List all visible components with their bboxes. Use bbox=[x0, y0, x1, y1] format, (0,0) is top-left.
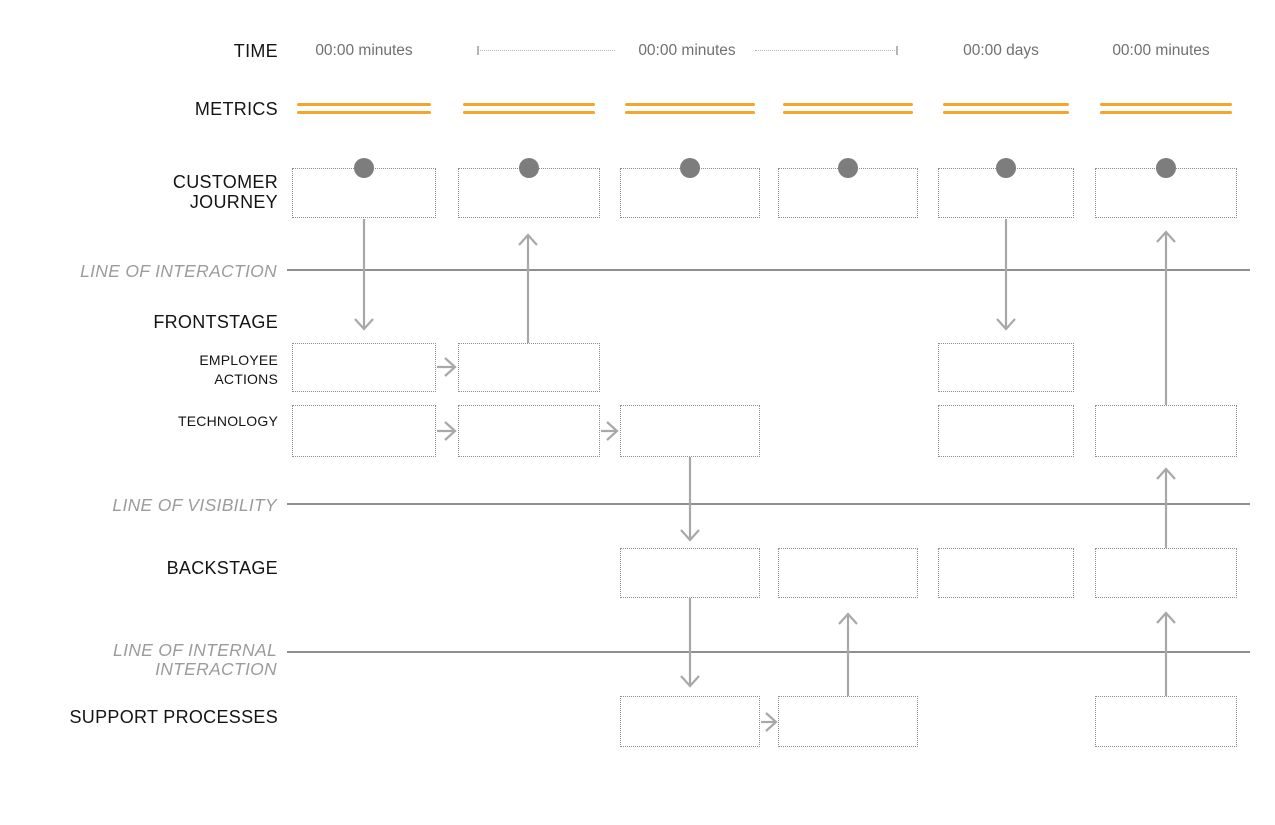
metric-line-col6-2 bbox=[1100, 111, 1232, 114]
time-value-1: 00:00 minutes bbox=[315, 42, 413, 59]
arrow-right-4 bbox=[437, 421, 457, 441]
backstage-box-3 bbox=[620, 548, 760, 598]
employee-actions-row-label: EMPLOYEE ACTIONS bbox=[199, 352, 278, 387]
line-of-interaction-rule bbox=[287, 269, 1250, 272]
journey-step-dot-4 bbox=[838, 158, 858, 178]
metric-line-col2-2 bbox=[463, 111, 595, 114]
support-processes-box-6 bbox=[1095, 696, 1237, 747]
journey-step-dot-3 bbox=[680, 158, 700, 178]
metric-line-col3-2 bbox=[625, 111, 755, 114]
arrow-up-9 bbox=[838, 612, 858, 696]
line-of-visibility-rule bbox=[287, 503, 1250, 506]
arrow-right-3 bbox=[437, 357, 457, 377]
time-span-tick-left bbox=[477, 46, 479, 55]
arrow-down-7 bbox=[680, 598, 700, 688]
line-of-internal-interaction-rule bbox=[287, 651, 1250, 654]
backstage-row-label: BACKSTAGE bbox=[166, 558, 278, 578]
metric-line-col4-2 bbox=[783, 111, 913, 114]
technology-box-3 bbox=[620, 405, 760, 457]
technology-box-1 bbox=[292, 405, 436, 457]
time-span-tick-right bbox=[896, 46, 898, 55]
arrow-down-10 bbox=[996, 219, 1016, 331]
time-value-2: 00:00 minutes bbox=[638, 42, 736, 59]
metric-line-col2-1 bbox=[463, 103, 595, 106]
arrow-up-12 bbox=[1156, 467, 1176, 548]
arrow-down-6 bbox=[680, 457, 700, 542]
time-span-line-1 bbox=[477, 50, 615, 51]
metric-line-col5-1 bbox=[943, 103, 1069, 106]
journey-step-dot-2 bbox=[519, 158, 539, 178]
technology-box-5 bbox=[938, 405, 1074, 457]
journey-step-dot-6 bbox=[1156, 158, 1176, 178]
employee-actions-box-2 bbox=[458, 343, 600, 392]
metrics-row-label: METRICS bbox=[194, 99, 278, 119]
technology-row-label: TECHNOLOGY bbox=[177, 413, 278, 429]
arrow-up-11 bbox=[1156, 230, 1176, 405]
backstage-box-5 bbox=[938, 548, 1074, 598]
employee-actions-box-1 bbox=[292, 343, 436, 392]
support-processes-row-label: SUPPORT PROCESSES bbox=[69, 707, 278, 727]
metric-line-col1-1 bbox=[297, 103, 431, 106]
metric-line-col1-2 bbox=[297, 111, 431, 114]
support-processes-box-4 bbox=[778, 696, 918, 747]
backstage-box-4 bbox=[778, 548, 918, 598]
journey-step-dot-5 bbox=[996, 158, 1016, 178]
backstage-box-6 bbox=[1095, 548, 1237, 598]
line-of-visibility-label: LINE OF VISIBILITY bbox=[112, 495, 277, 515]
metric-line-col4-1 bbox=[783, 103, 913, 106]
support-processes-box-3 bbox=[620, 696, 760, 747]
time-value-4: 00:00 minutes bbox=[1112, 42, 1210, 59]
line-of-internal-interaction-label: LINE OF INTERNAL INTERACTION bbox=[113, 640, 277, 679]
journey-step-dot-1 bbox=[354, 158, 374, 178]
line-of-interaction-label: LINE OF INTERACTION bbox=[80, 261, 277, 281]
arrow-right-5 bbox=[601, 421, 619, 441]
employee-actions-box-5 bbox=[938, 343, 1074, 392]
metric-line-col5-2 bbox=[943, 111, 1069, 114]
technology-box-6 bbox=[1095, 405, 1237, 457]
arrow-down-1 bbox=[354, 219, 374, 331]
time-value-3: 00:00 days bbox=[963, 42, 1039, 59]
customer-journey-row-label: CUSTOMER JOURNEY bbox=[172, 172, 278, 212]
technology-box-2 bbox=[458, 405, 600, 457]
frontstage-row-label: FRONTSTAGE bbox=[153, 312, 278, 332]
arrow-right-8 bbox=[761, 712, 778, 732]
metric-line-col6-1 bbox=[1100, 103, 1232, 106]
time-span-line-2 bbox=[755, 50, 897, 51]
time-row-label: TIME bbox=[233, 41, 278, 61]
metric-line-col3-1 bbox=[625, 103, 755, 106]
arrow-up-2 bbox=[518, 233, 538, 343]
arrow-up-13 bbox=[1156, 611, 1176, 696]
